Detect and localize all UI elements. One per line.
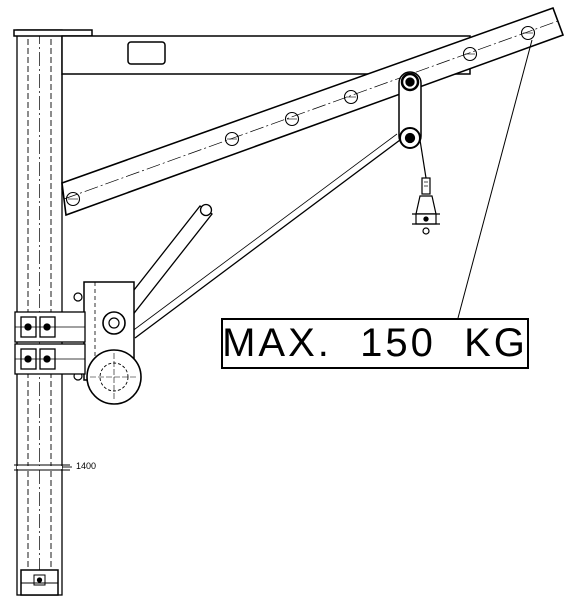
- capacity-text: MAX. 150 KG: [222, 321, 528, 365]
- capacity-label: MAX. 150 KG: [221, 318, 529, 369]
- upper-bracket: [61, 35, 471, 75]
- hoist-cable: [130, 133, 401, 339]
- label-leader: [457, 39, 533, 319]
- boom-holes: [65, 25, 536, 207]
- trolley: [398, 71, 422, 149]
- jib-boom: [61, 6, 565, 217]
- mast-clamps: [14, 311, 86, 375]
- hook-assembly: [412, 139, 440, 235]
- winch: [73, 281, 142, 405]
- height-dimension-text: 1400: [76, 461, 97, 471]
